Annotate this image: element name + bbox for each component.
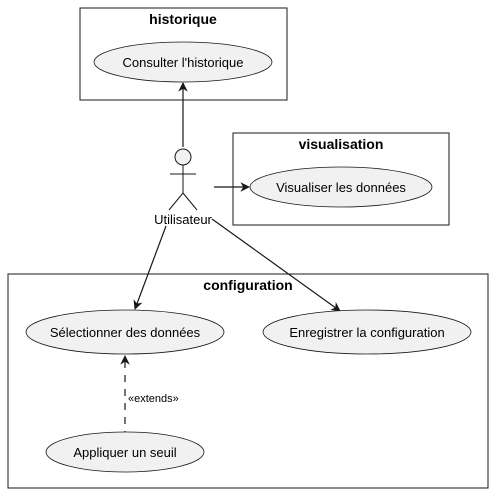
actor-head [174, 148, 192, 166]
extends-label: «extends» [128, 393, 179, 405]
actor-utilisateur[interactable]: Utilisateur [154, 148, 213, 227]
usecase-visualiser-donnees-shape [249, 166, 433, 208]
usecase-enregistrer-configuration-shape [262, 309, 472, 355]
usecase-selectionner-donnees-shape [25, 309, 225, 355]
usecase-appliquer-seuil-label: Appliquer un seuil [73, 445, 176, 460]
usecase-visualiser-donnees[interactable]: Visualiser les données [249, 166, 433, 208]
usecase-consulter-historique-shape [93, 41, 273, 83]
edge-user-to-selectionner [133, 225, 167, 310]
usecase-enregistrer-configuration[interactable]: Enregistrer la configuration [262, 309, 472, 355]
edge-user-to-enregistrer [211, 218, 341, 312]
usecase-selectionner-donnees-label: Sélectionner des données [50, 325, 201, 340]
actor-label: Utilisateur [154, 212, 212, 227]
usecase-enregistrer-configuration-label: Enregistrer la configuration [289, 325, 444, 340]
actor-left-leg [168, 192, 184, 211]
actor-right-leg [182, 192, 198, 211]
package-configuration-title: configuration [203, 277, 292, 293]
usecase-selectionner-donnees[interactable]: Sélectionner des données [25, 309, 225, 355]
usecase-appliquer-seuil-shape [45, 431, 205, 473]
package-visualisation-title: visualisation [299, 136, 384, 152]
package-historique-title: historique [149, 11, 217, 27]
usecase-consulter-historique-label: Consulter l'historique [123, 55, 244, 70]
usecase-consulter-historique[interactable]: Consulter l'historique [93, 41, 273, 83]
usecase-visualiser-donnees-label: Visualiser les données [276, 180, 406, 195]
usecase-appliquer-seuil[interactable]: Appliquer un seuil [45, 431, 205, 473]
